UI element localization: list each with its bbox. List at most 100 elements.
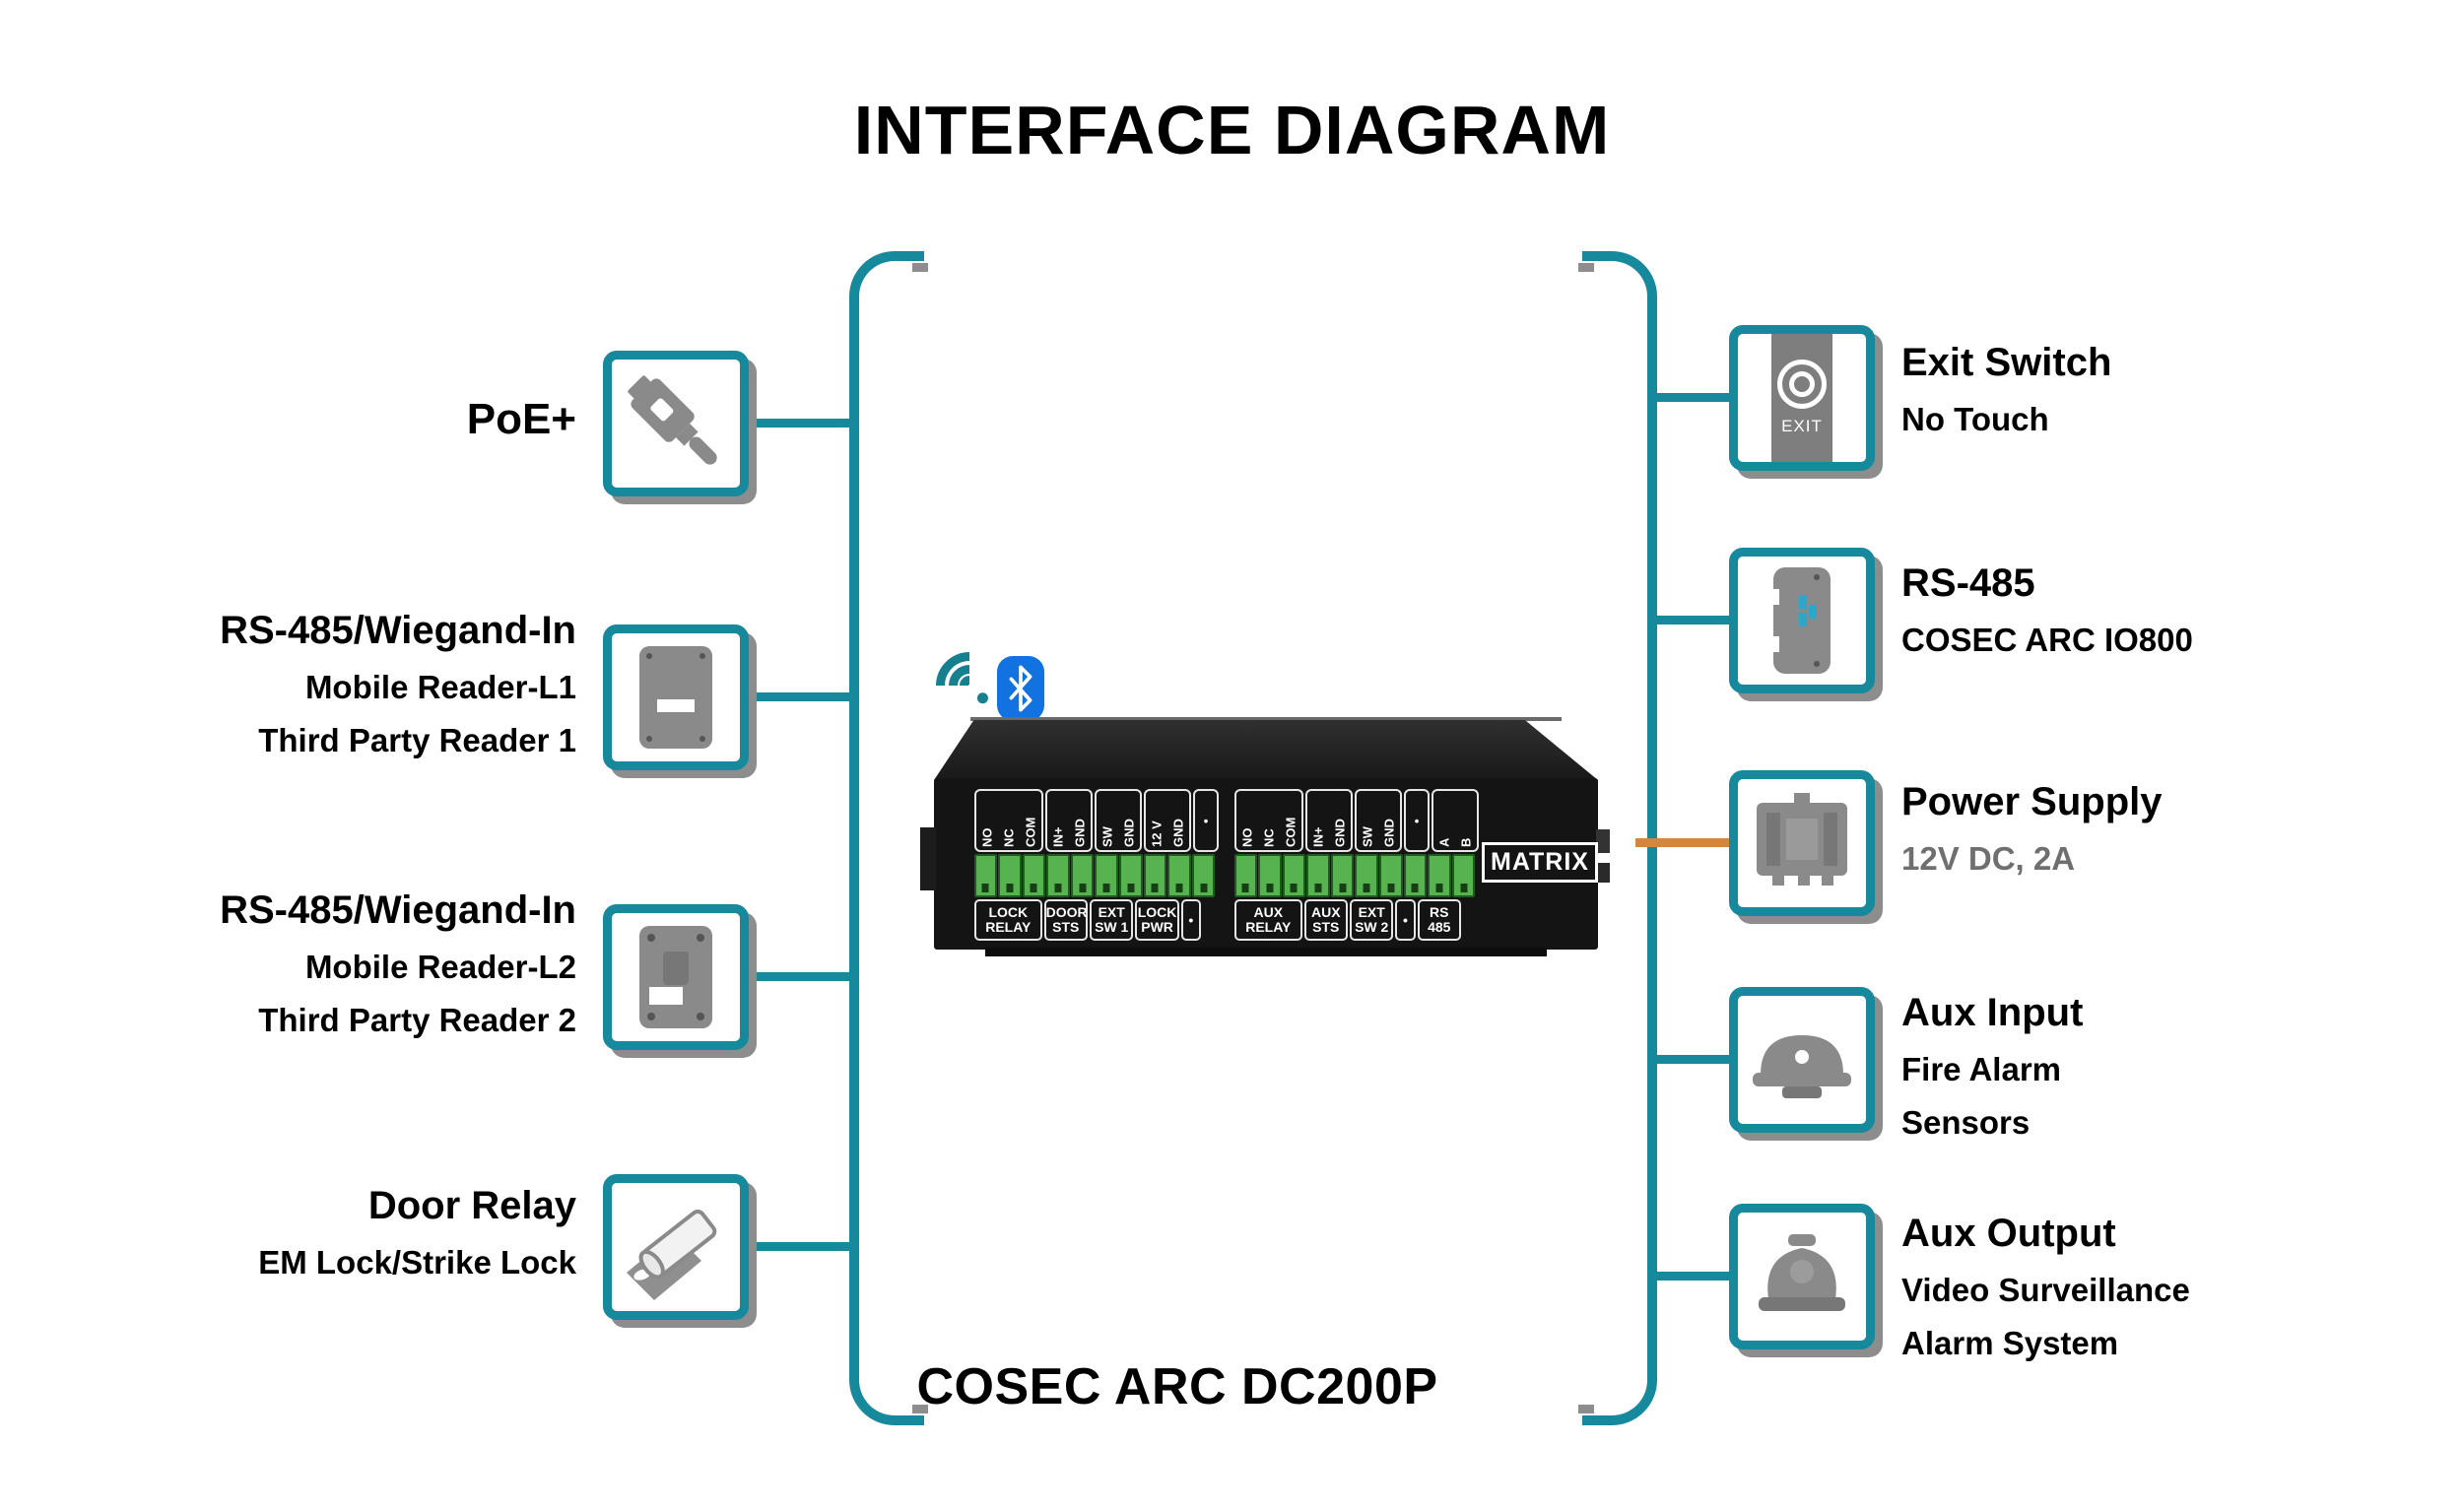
device-side-port [1596,829,1610,853]
screw-terminal [1379,854,1403,897]
device-side-port [1596,863,1610,883]
item-heading: Aux Input [1901,991,2084,1034]
screw-terminal [1167,854,1191,897]
pin-label: NO [979,827,995,848]
terminal-block-row [1233,854,1476,897]
connector-line-power-supply [1635,838,1734,847]
item-subline: 12V DC, 2A [1901,840,2076,877]
pin-label: IN+ [1310,826,1326,847]
label-poe: PoE+ [25,395,576,443]
pin-group: NO NC COM [1234,789,1303,852]
item-subline: Third Party Reader 1 [258,722,576,759]
port-label: • [1395,899,1416,941]
item-heading: RS-485/Wiegand-In [220,609,576,652]
screw-terminal [1282,854,1306,897]
screw-terminal [1306,854,1330,897]
screw-terminal [1119,854,1143,897]
aux-output-alarm-icon [1759,1234,1845,1311]
screw-terminal [1143,854,1167,897]
screw-terminal [1095,854,1119,897]
pin-label: A [1436,837,1452,847]
bracket-shadow [1578,1405,1594,1413]
item-subline: Mobile Reader-L1 [304,669,576,705]
exit-switch-icon-box: EXIT [1729,325,1875,471]
pin-label: SW [1360,826,1375,847]
item-heading: Power Supply [1901,780,2163,823]
pin-group: IN+GND [1305,789,1353,852]
item-heading: PoE+ [466,395,576,443]
connector-line-aux-output [1651,1272,1734,1281]
pin-label: • [1203,813,1209,828]
item-subline: Sensors [1901,1104,2031,1142]
screw-terminal [1355,854,1379,897]
device-mount-tab [920,827,936,890]
pin-label: COM [1283,817,1299,847]
item-subline: Video Surveillance [1901,1272,2190,1308]
exit-button-icon [1777,360,1827,409]
pin-label: IN+ [1050,826,1066,847]
reader-1-icon-box [603,624,749,770]
aux-input-icon-box [1729,987,1875,1133]
pin-label: NC [1261,828,1277,847]
matrix-wordmark: MATRIX [1482,841,1598,883]
pin-label: NO [1239,827,1255,848]
pin-group: SW GND [1355,789,1402,852]
item-subline: Mobile Reader-L2 [304,949,576,985]
item-heading: Aux Output [1901,1212,2116,1255]
power-supply-icon [1757,793,1847,886]
pin-label: • [1414,813,1420,828]
item-subline: EM Lock/Strike Lock [258,1244,576,1281]
connector-line-door-relay [744,1242,854,1251]
power-supply-icon-box [1729,770,1875,916]
item-subline: Fire Alarm [1901,1051,2062,1087]
screw-terminal [1070,854,1095,897]
device-model-name: COSEC ARC DC200P [916,1358,1438,1415]
connector-line-reader-2 [744,972,854,981]
aux-input-sensor-icon [1753,1035,1851,1098]
screw-terminal [1451,854,1476,897]
rs485-device-icon-box [1729,548,1875,693]
pin-group: IN+ GND [1045,789,1093,852]
label-exit-switch: Exit Switch No Touch [1901,341,2453,437]
item-subline: Third Party Reader 2 [258,1002,576,1039]
screw-terminal [1046,854,1070,897]
page-title: INTERFACE DIAGRAM [853,92,1611,168]
connector-line-rs485 [1651,616,1734,624]
label-power-supply: Power Supply 12V DC, 2A [1901,780,2453,877]
screw-terminal [1403,854,1428,897]
pin-label: COM [1023,817,1038,847]
pin-label: GND [1072,819,1088,847]
network-cable-icon [628,375,717,465]
screw-terminal [1330,854,1355,897]
matrix-logo: MATRIX [1476,833,1598,890]
exit-switch-icon: EXIT [1771,334,1832,462]
pin-label: SW [1099,826,1115,847]
card-reader-icon [639,646,712,749]
terminal-block-row [973,854,1216,897]
door-lock-bolt-icon [627,1209,717,1300]
pin-label: GND [1381,819,1397,847]
device-top-edge [970,717,1562,721]
connector-line-reader-1 [744,692,854,701]
item-heading: Exit Switch [1901,341,2112,384]
bluetooth-icon [997,656,1044,721]
item-subline: No Touch [1901,401,2049,437]
bracket-shadow [912,1405,928,1413]
item-heading: Door Relay [367,1184,576,1227]
